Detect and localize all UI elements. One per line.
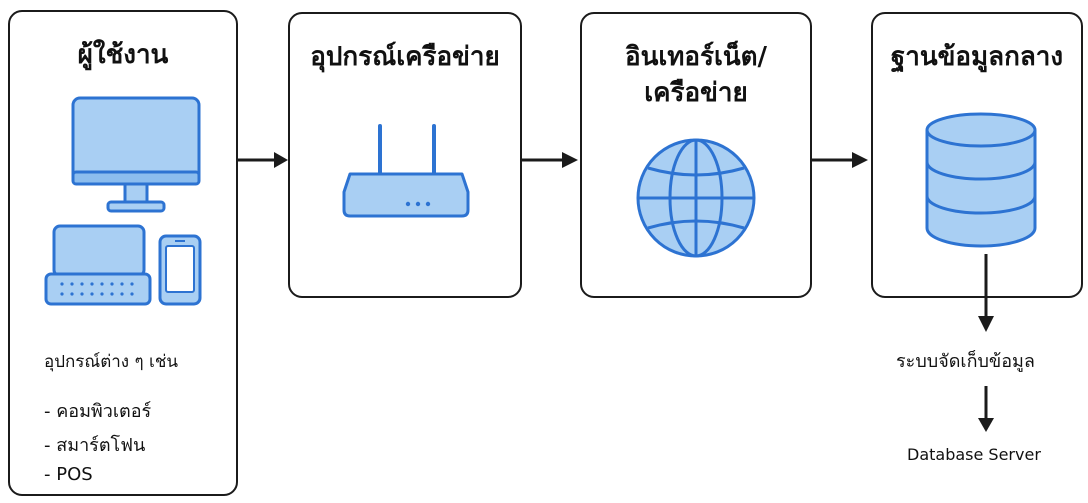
laptop-icon — [44, 224, 152, 306]
database-server-label: Database Server — [907, 445, 1041, 464]
database-title: ฐานข้อมูลกลาง — [890, 42, 1064, 72]
network-device-title: อุปกรณ์เครือข่าย — [310, 42, 500, 72]
arrow-database-to-storage — [978, 254, 994, 332]
internet-box: อินเทอร์เน็ต/ เครือข่าย — [580, 12, 812, 298]
list-item: - คอมพิวเตอร์ — [44, 401, 152, 422]
arrow-user-to-device — [236, 152, 288, 168]
database-icon — [925, 112, 1037, 248]
database-box: ฐานข้อมูลกลาง — [871, 12, 1083, 298]
user-box: ผู้ใช้งาน อุปกรณ์ต่าง ๆ เช่น - คอมพิวเตอ… — [8, 10, 238, 496]
device-caption: อุปกรณ์ต่าง ๆ เช่น — [44, 352, 178, 372]
user-box-title: ผู้ใช้งาน — [77, 40, 169, 70]
arrow-internet-to-database — [810, 152, 868, 168]
list-item: - POS — [44, 464, 93, 485]
smartphone-icon — [158, 234, 202, 306]
arrow-device-to-internet — [520, 152, 578, 168]
network-device-box: อุปกรณ์เครือข่าย — [288, 12, 522, 298]
router-icon — [342, 124, 470, 218]
internet-title-line1: อินเทอร์เน็ต/ — [624, 42, 768, 72]
arrow-storage-to-server — [978, 386, 994, 432]
globe-icon — [636, 138, 756, 258]
internet-title-line2: เครือข่าย — [644, 78, 748, 108]
storage-system-label: ระบบจัดเก็บข้อมูล — [896, 351, 1035, 372]
desktop-monitor-icon — [71, 96, 201, 213]
list-item: - สมาร์ตโฟน — [44, 435, 146, 456]
